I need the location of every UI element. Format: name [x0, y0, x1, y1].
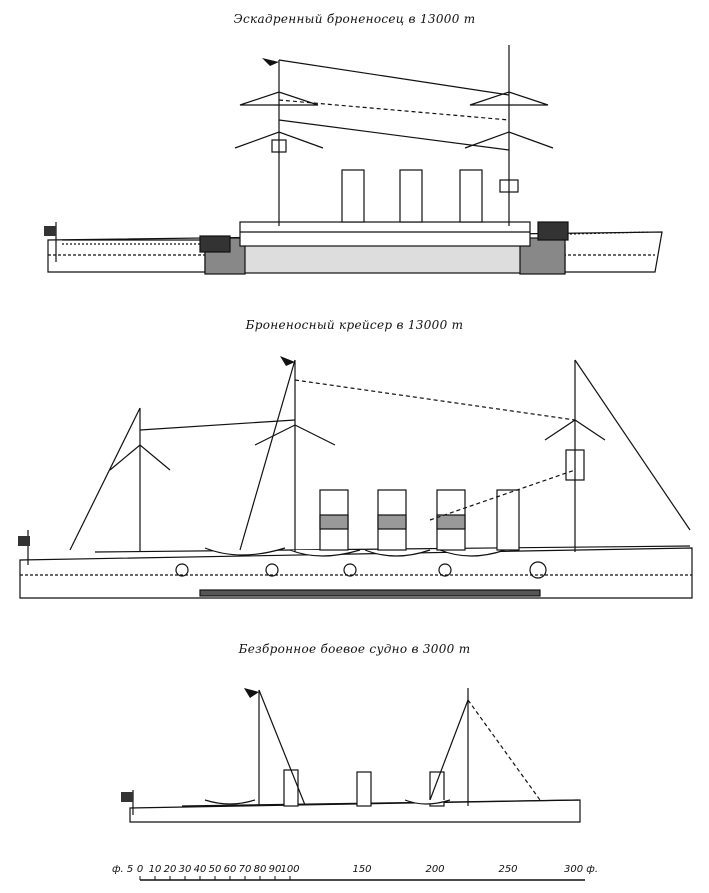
battleship-ensign-icon	[44, 226, 56, 236]
scale-tick-label: 200	[425, 864, 444, 875]
battleship-funnel-2	[399, 169, 423, 223]
unarmored-funnel-3	[429, 771, 445, 807]
battleship-superstructure	[239, 221, 531, 247]
unarmored-ensign-icon	[121, 792, 133, 802]
scale-tick-label: 50	[209, 864, 222, 875]
scale-prefix: ф. 5	[112, 864, 133, 875]
cruiser-ensign-icon	[18, 536, 30, 546]
scale-tick-label: 100	[280, 864, 299, 875]
scale-tick-label: 70	[239, 864, 252, 875]
unarmored-drawing	[121, 688, 581, 823]
battleship-armor-belt	[204, 244, 566, 274]
scale-tick-label: 40	[194, 864, 207, 875]
scale-tick-label: 10	[149, 864, 162, 875]
battleship-aft-turret	[537, 221, 569, 241]
cruiser-funnel-4	[496, 489, 520, 551]
battleship-drawing	[44, 45, 663, 275]
caption-unarmored: Безбронное боевое судно в 3000 т	[238, 642, 471, 656]
scale-tick-label: 300 ф.	[564, 864, 598, 875]
scale-tick-label: 150	[352, 864, 371, 875]
scale-tick-label: 80	[254, 864, 267, 875]
caption-battleship: Эскадренный броненосец в 13000 т	[233, 12, 476, 26]
battleship-funnel-3	[459, 169, 483, 223]
cruiser-drawing	[18, 356, 693, 599]
cruiser-armor-belt	[199, 589, 541, 597]
scale-tick-label: 20	[164, 864, 177, 875]
scale-tick-label: 0	[137, 864, 143, 875]
unarmored-funnel-1	[283, 769, 299, 807]
scale-tick-label: 30	[179, 864, 192, 875]
caption-cruiser: Броненосный крейсер в 13000 т	[245, 318, 464, 332]
scale-tick-label: 60	[224, 864, 237, 875]
scale-tick-label: 90	[269, 864, 282, 875]
unarmored-funnel-2	[356, 771, 372, 807]
scale-tick-label: 250	[498, 864, 517, 875]
battleship-funnel-1	[341, 169, 365, 223]
cruiser-hull	[19, 547, 693, 599]
